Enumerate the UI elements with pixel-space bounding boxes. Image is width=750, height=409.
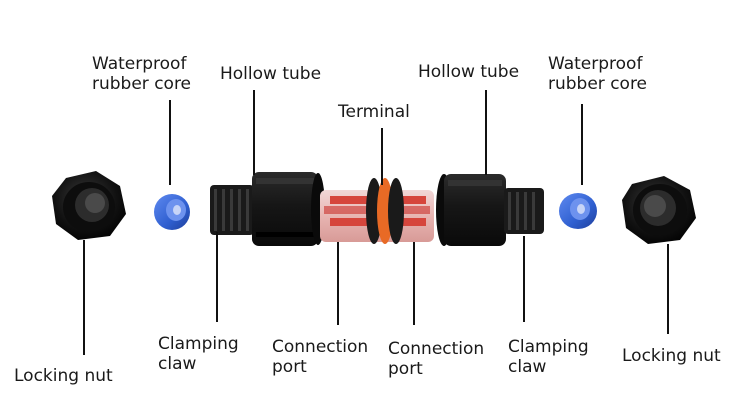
left-rubber-core (154, 194, 190, 230)
left-hollow-tube (210, 172, 325, 246)
label-locking-nut-left: Locking nut (14, 366, 113, 386)
label-waterproof-rubber-core-left: Waterproof rubber core (92, 54, 192, 94)
label-locking-nut-right: Locking nut (622, 346, 721, 366)
label-connection-port-right: Connection port (388, 339, 485, 379)
label-clamping-claw-left: Clamping claw (158, 334, 239, 374)
label-clamping-claw-right: Clamping claw (508, 337, 589, 377)
leader-lines (83, 90, 669, 355)
right-rubber-core (559, 193, 597, 229)
label-connection-port-left: Connection port (272, 337, 369, 377)
left-locking-nut (52, 171, 126, 240)
right-locking-nut (622, 176, 696, 244)
label-terminal: Terminal (338, 102, 410, 122)
terminal (320, 178, 434, 244)
label-waterproof-rubber-core-right: Waterproof rubber core (548, 54, 648, 94)
label-hollow-tube-right: Hollow tube (418, 62, 520, 82)
right-hollow-tube (436, 174, 544, 246)
label-hollow-tube-left: Hollow tube (220, 64, 322, 84)
